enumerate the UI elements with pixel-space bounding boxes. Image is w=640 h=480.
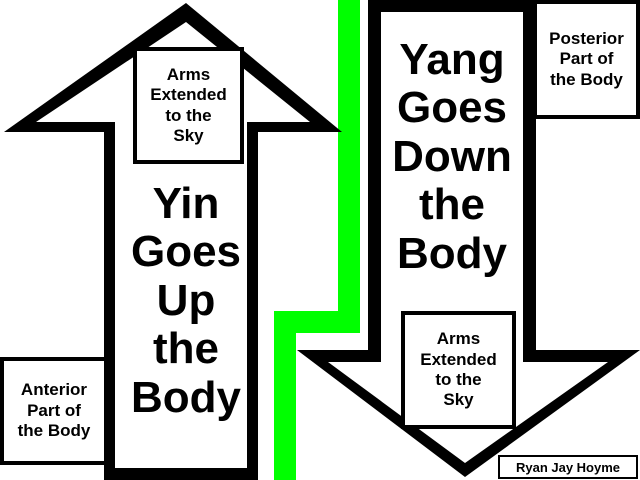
- author-credit: Ryan Jay Hoyme: [498, 455, 638, 479]
- yin-arms-box: Arms Extended to the Sky: [133, 47, 244, 164]
- green-divider: [274, 0, 360, 480]
- down-arrow-inner: [328, 12, 608, 463]
- anterior-box: Anterior Part of the Body: [0, 357, 108, 465]
- yang-main-text: Yang Goes Down the Body: [392, 35, 512, 278]
- yin-main-text: Yin Goes Up the Body: [130, 179, 242, 422]
- posterior-box: Posterior Part of the Body: [533, 0, 640, 119]
- yang-arms-box: Arms Extended to the Sky: [401, 311, 516, 429]
